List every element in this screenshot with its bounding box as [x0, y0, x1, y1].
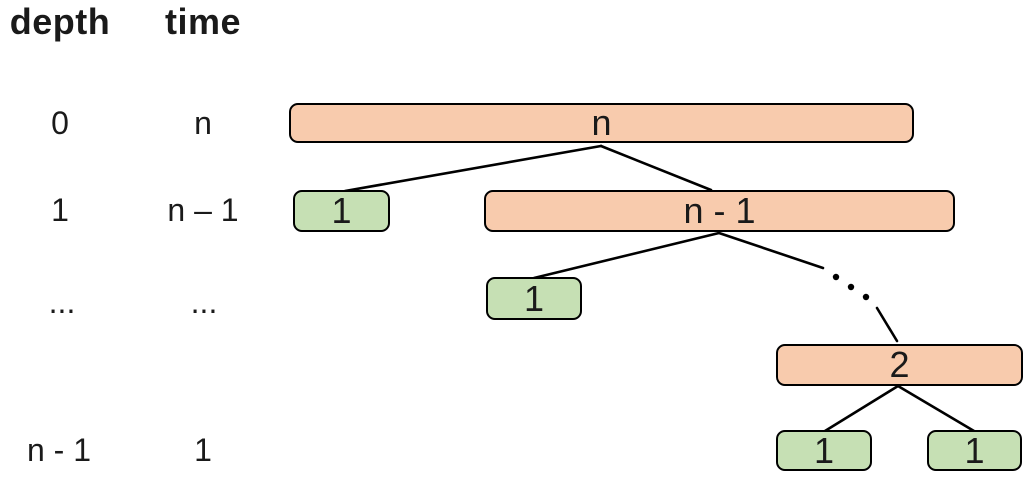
edge-root-to-depth1-leaf — [343, 144, 603, 193]
edge-deep-recurse-to-right-leaf — [896, 384, 976, 433]
tree-node-root: n — [289, 103, 914, 143]
depth-column-header: depth — [9, 1, 111, 42]
tree-node-label: n - 1 — [683, 190, 756, 231]
ellipsis-dots — [832, 273, 870, 301]
time-column-header: time — [164, 1, 242, 42]
tree-node-label: 2 — [889, 344, 910, 385]
tree-node-deep-recurse: 2 — [776, 344, 1023, 386]
depth-row-1: 1 — [51, 192, 69, 228]
tree-node-bottom-leaf-right: 1 — [927, 430, 1022, 471]
depth-row-ellipsis: ... — [48, 284, 76, 320]
edge-depth1-recurse-to-ellipsis — [717, 231, 825, 270]
tree-node-label: 1 — [813, 429, 835, 471]
tree-node-label: 1 — [964, 429, 985, 471]
tree-node-depth2-leaf: 1 — [486, 277, 582, 320]
edge-ellipsis-to-deep-recurse — [875, 306, 899, 343]
depth-row-n-1: n - 1 — [26, 432, 92, 468]
tree-node-depth1-leaf: 1 — [293, 190, 390, 232]
depth-row-0: 0 — [51, 105, 69, 141]
tree-node-label: 1 — [331, 190, 352, 231]
edge-deep-recurse-to-left-leaf — [823, 384, 900, 433]
time-row-ellipsis: ... — [190, 284, 218, 320]
time-row-0: n — [194, 105, 212, 141]
tree-node-label: 1 — [523, 277, 545, 319]
edge-root-to-depth1-recurse — [599, 144, 713, 192]
time-row-1: n – 1 — [167, 192, 239, 228]
tree-node-depth1-recurse: n - 1 — [484, 190, 955, 232]
time-row-n-1: 1 — [194, 432, 212, 468]
tree-node-bottom-leaf-left: 1 — [776, 430, 872, 471]
edge-depth1-recurse-to-depth2-leaf — [532, 231, 721, 280]
tree-node-label: n — [591, 102, 612, 143]
